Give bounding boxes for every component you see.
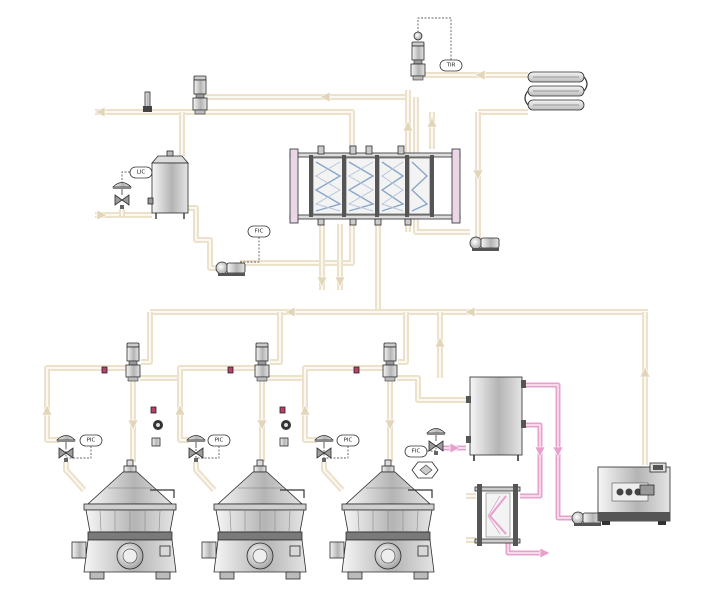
pipe-segment-core xyxy=(195,462,215,491)
flow-arrow-down xyxy=(316,276,328,288)
flow-arrow-down xyxy=(534,446,546,458)
pic-2-instrument[interactable]: PIC xyxy=(207,434,231,447)
homogenizer xyxy=(597,462,671,525)
flow-arrow-up xyxy=(174,404,186,416)
plate-heat-exchanger xyxy=(289,145,461,226)
tir-instrument[interactable]: TIR xyxy=(439,59,463,72)
cream-plate-heat-exchanger xyxy=(474,484,521,546)
pipe-segment xyxy=(302,365,383,443)
balance-tank xyxy=(147,150,189,219)
flow-arrow-up xyxy=(434,336,446,348)
pipe-segment xyxy=(520,422,543,499)
pic-1-label: PIC xyxy=(87,438,96,444)
flow-arrow-down xyxy=(256,419,268,431)
pipe-segment-core xyxy=(304,367,383,441)
homogenizer-feed-pump[interactable] xyxy=(571,511,602,527)
flow-arrow-down xyxy=(472,169,484,181)
pipe-segment-core xyxy=(95,111,353,149)
pipe-segment-core xyxy=(270,312,281,363)
pipe-segment xyxy=(188,205,216,271)
pipe-segment-core xyxy=(398,312,407,363)
tubular-heat-exchanger xyxy=(524,71,588,111)
flow-arrows xyxy=(41,69,651,559)
flow-arrow-down xyxy=(127,419,139,431)
signal-lines xyxy=(65,17,452,459)
pipe-segment-core xyxy=(188,207,216,269)
pipe-segment-core xyxy=(141,312,151,363)
level-control-valve[interactable] xyxy=(112,182,132,210)
flow-arrow-left xyxy=(464,306,476,318)
pipe-segment-core xyxy=(323,462,343,491)
flow-arrow-left xyxy=(474,69,486,81)
flow-arrow-down xyxy=(334,276,346,288)
separator-3-inlet-valve[interactable] xyxy=(382,342,398,382)
separator-2 xyxy=(201,459,307,580)
pipe-segment-core xyxy=(397,377,470,401)
flow-arrow-right xyxy=(449,442,461,454)
flow-arrow-down xyxy=(384,419,396,431)
flow-arrow-up xyxy=(639,366,651,378)
separator-2-inlet-valve[interactable] xyxy=(254,342,270,382)
pipe-segment-core xyxy=(46,367,126,441)
pipe-segment xyxy=(141,312,153,365)
pipe-segment-core xyxy=(415,97,470,233)
fic-bottom-instrument[interactable]: FIC xyxy=(404,445,428,458)
pipe-segment-core xyxy=(65,462,85,491)
flow-arrow-up xyxy=(402,120,414,132)
flow-meter xyxy=(411,461,439,479)
top-right-regulating-valve[interactable] xyxy=(410,31,426,81)
booster-pump[interactable] xyxy=(469,236,500,252)
lic-instrument[interactable]: LIC xyxy=(129,166,153,179)
feed-pump[interactable] xyxy=(215,261,246,277)
fic-bottom-label: FIC xyxy=(412,449,421,455)
pic-1-instrument[interactable]: PIC xyxy=(79,434,103,447)
flow-arrow-down xyxy=(552,446,564,458)
flow-arrow-up xyxy=(299,404,311,416)
pipe-segment xyxy=(270,312,283,365)
pic-3-instrument[interactable]: PIC xyxy=(336,434,360,447)
holding-vessel xyxy=(466,376,526,461)
pipe-segment xyxy=(95,109,355,149)
separator-1-inlet-valve[interactable] xyxy=(125,342,141,382)
flow-arrow-up xyxy=(426,116,438,128)
pipe-segment xyxy=(397,375,470,403)
flow-control-valve[interactable] xyxy=(426,428,446,456)
temperature-indicator xyxy=(143,91,152,112)
flow-arrow-left xyxy=(94,106,106,118)
flow-arrow-right xyxy=(96,209,108,221)
pic-2-label: PIC xyxy=(215,438,224,444)
flow-arrow-up xyxy=(41,404,53,416)
pipe-segment xyxy=(44,365,126,443)
sight-glass-valves[interactable] xyxy=(151,420,291,447)
flow-arrow-right xyxy=(539,547,551,559)
flow-arrow-left xyxy=(284,306,296,318)
separator-1 xyxy=(71,459,177,580)
flow-arrow-left xyxy=(319,91,331,103)
tir-label: TIR xyxy=(446,63,456,69)
pic-3-label: PIC xyxy=(344,438,353,444)
pipe-segment xyxy=(398,312,409,365)
fic-top-instrument[interactable]: FIC xyxy=(247,225,271,238)
sample-points xyxy=(101,366,360,414)
pipe-segment-core xyxy=(179,367,255,441)
pipe-segment-core xyxy=(507,543,542,554)
pipe-segment xyxy=(177,365,255,443)
fic-top-label: FIC xyxy=(255,229,264,235)
pipe-segment-core xyxy=(520,424,541,497)
lic-label: LIC xyxy=(137,170,146,176)
pipe-segment-core xyxy=(240,224,353,264)
